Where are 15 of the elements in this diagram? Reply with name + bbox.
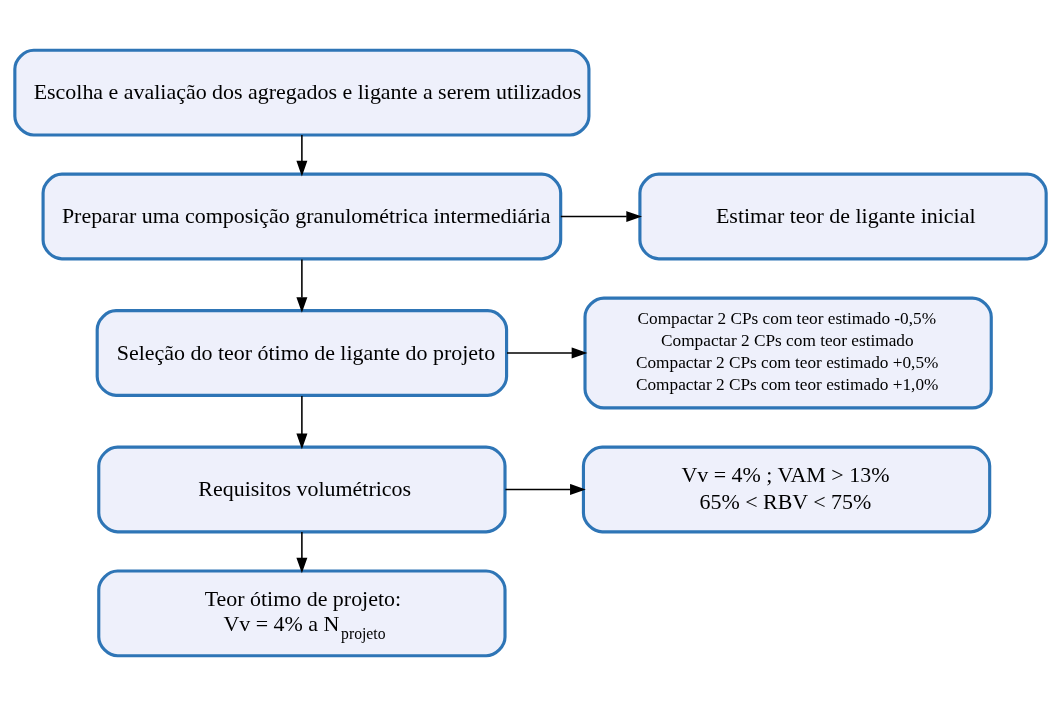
node-box: Seleção do teor ótimo de ligante do projeto: [95, 309, 509, 397]
node-box: Compactar 2 CPs com teor estimado -0,5% Compactar 2 CPs com teor estimado Compactar 2 CPs com teor estimado +0,5% Compactar 2 CPs com teor estimado +1,0%: [583, 296, 993, 410]
arrow: [506, 347, 588, 359]
node-box: Teor ótimo de projeto: Vv = 4% a N$_{projeto}$: [97, 569, 507, 658]
node-box: Escolha e avaliação dos agregados e ligante a serem utilizados: [13, 48, 591, 137]
arrow: [296, 258, 308, 313]
node-box: Requisitos volumétricos: [97, 445, 507, 534]
node-box: Preparar uma composição granulométrica intermediária: [41, 172, 563, 261]
arrow: [296, 395, 308, 450]
arrow: [296, 134, 308, 177]
arrow: [504, 483, 586, 495]
arrow: [296, 531, 308, 574]
node-box: Vv = 4% ; VAM > 13% 65% < RBV < 75%: [581, 445, 992, 534]
arrow: [560, 211, 643, 223]
node-box: Estimar teor de ligante inicial: [638, 172, 1048, 261]
